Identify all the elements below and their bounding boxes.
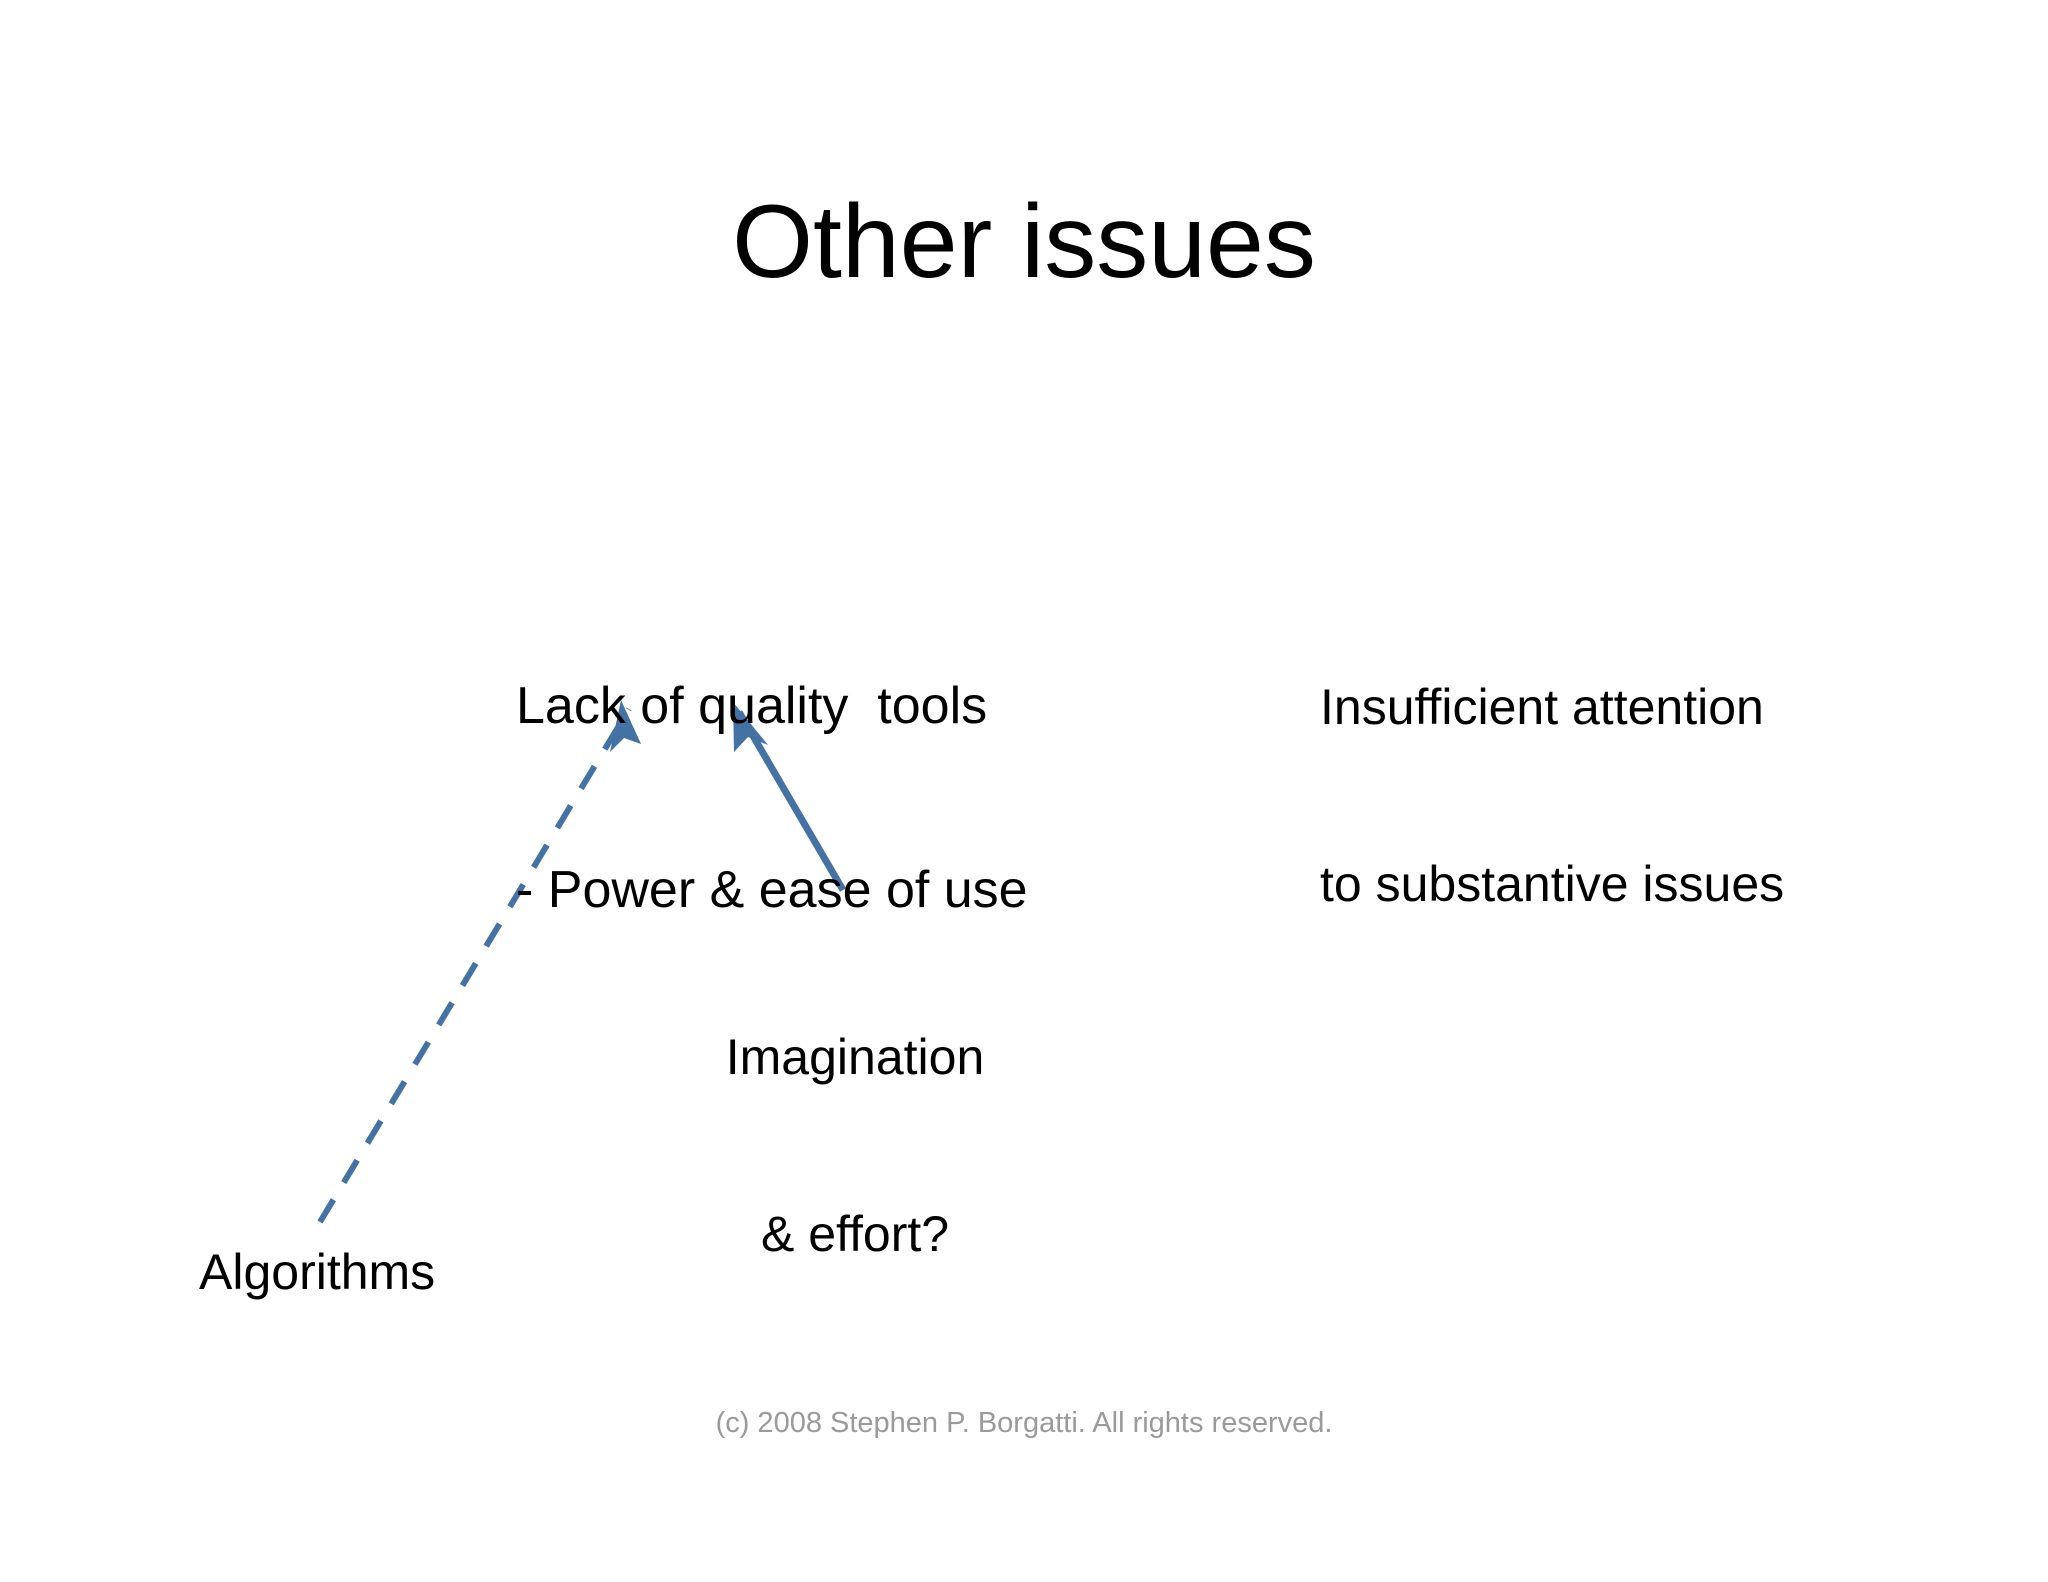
callout-insufficient-attention-line1: Insufficient attention	[1320, 679, 1764, 735]
callout-insufficient-attention: Insufficient attention to substantive is…	[1320, 560, 1784, 1032]
callout-imagination-effort-line1: Imagination	[725, 1029, 985, 1085]
callout-algorithms: Algorithms	[199, 1244, 436, 1300]
callout-quality-tools: Lack of quality tools - Power & ease of …	[516, 553, 1028, 1044]
footer-copyright: (c) 2008 Stephen P. Borgatti. All rights…	[715, 1407, 1333, 1439]
callout-imagination-effort: Imagination & effort?	[700, 910, 1010, 1382]
page-title: Other issues	[732, 184, 1316, 300]
callout-quality-tools-line1: Lack of quality tools	[516, 676, 988, 735]
callout-imagination-effort-line2: & effort?	[760, 1206, 950, 1262]
callout-insufficient-attention-line2: to substantive issues	[1320, 856, 1785, 912]
callout-quality-tools-line2: - Power & ease of use	[516, 860, 1028, 919]
